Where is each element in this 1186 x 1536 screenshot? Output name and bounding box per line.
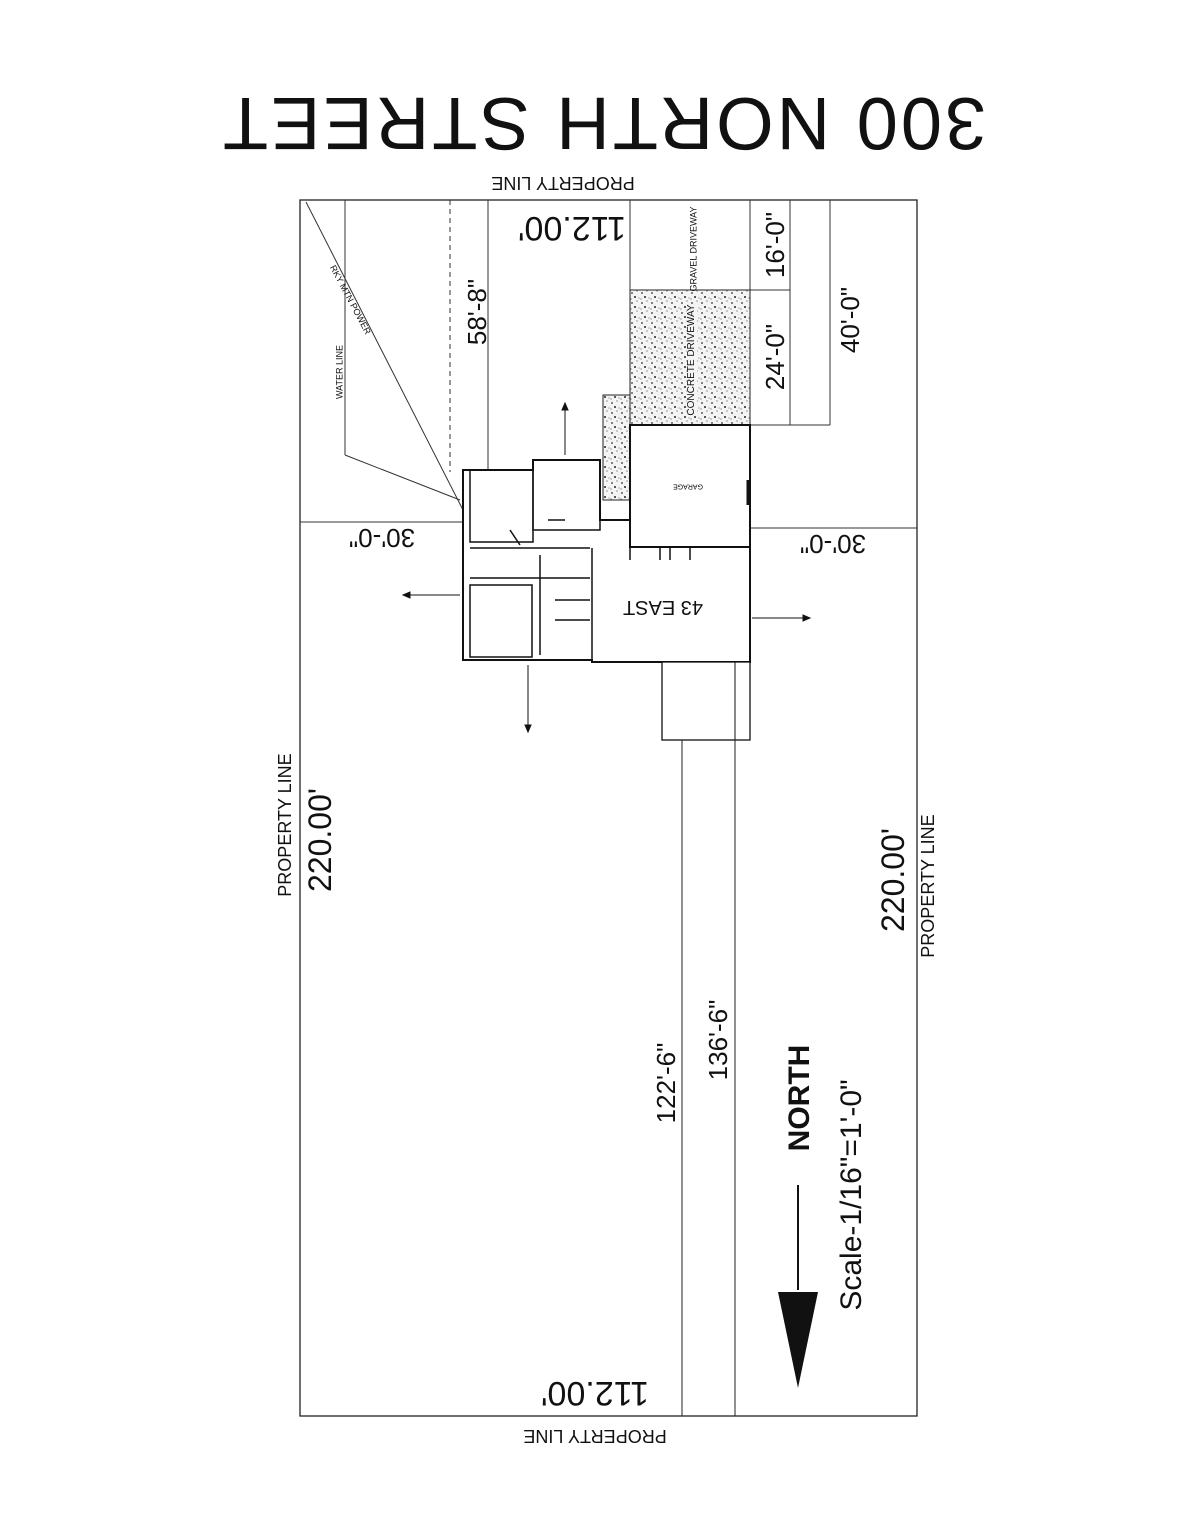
north-width-label: 112.00': [518, 209, 626, 247]
north-arrow-icon: [778, 1185, 818, 1388]
dimension-16-0: 16'-0": [760, 211, 790, 279]
setback-left-label: 30'-0": [348, 523, 416, 553]
gravel-driveway-label: GRAVEL DRIVEWAY: [688, 206, 699, 292]
east-length-label: 220.00': [875, 828, 911, 932]
property-line-label-top: PROPERTY LINE: [491, 173, 635, 193]
exhaust-arrows: [401, 401, 812, 734]
porch: [661, 661, 751, 741]
south-width-label: 112.00': [541, 1374, 649, 1412]
water-line: [305, 201, 464, 511]
dimension-24-0: 24'-0": [760, 323, 790, 391]
interior-walls: [469, 459, 691, 660]
power-line-diagonal: [344, 454, 461, 501]
water-line-label: WATER LINE: [334, 344, 345, 400]
street-name: 300 NORTH STREET: [219, 82, 987, 165]
scale-label: Scale-1/16"=1'-0": [835, 1079, 868, 1311]
property-line-label-left: PROPERTY LINE: [275, 753, 295, 897]
dimension-40-0: 40'-0": [835, 286, 865, 354]
concrete-driveway-label: CONCRETE DRIVEWAY: [686, 304, 697, 416]
setback-right-label: 30'-0": [799, 529, 867, 559]
garage-label: GARAGE: [673, 482, 703, 490]
dimension-122-6: 122'-6": [651, 1042, 681, 1124]
property-line-label-right: PROPERTY LINE: [918, 814, 938, 958]
garage: [629, 424, 751, 548]
north-label: NORTH: [783, 1044, 816, 1152]
property-boundary: [299, 199, 918, 1417]
concrete-walk: [602, 394, 631, 501]
dimension-136-6: 136'-6": [703, 999, 733, 1081]
property-line-label-bottom: PROPERTY LINE: [523, 1426, 667, 1446]
west-length-label: 220.00': [302, 788, 338, 892]
house-number-label: 43 EAST: [622, 596, 704, 618]
dimension-58-8: 58'-8": [462, 278, 492, 346]
